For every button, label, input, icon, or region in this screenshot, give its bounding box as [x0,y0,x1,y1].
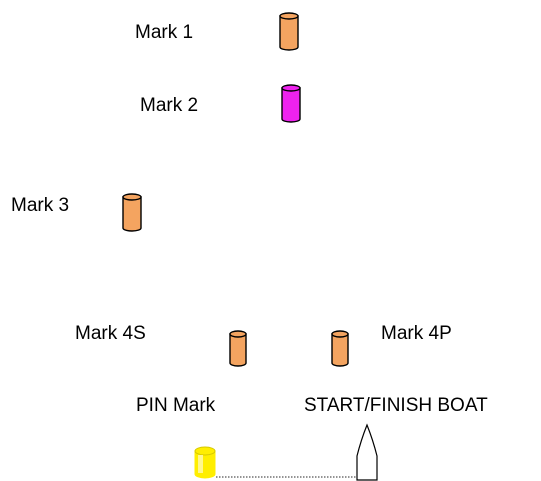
mark-3-buoy-icon [122,193,142,232]
pin-mark-label: PIN Mark [136,395,216,416]
mark-4s-buoy-icon [229,330,247,367]
pin-mark-buoy-icon [194,446,216,479]
mark-2-buoy-icon [281,84,301,123]
mark-4p-buoy-icon [331,330,349,367]
mark-1-label: Mark 1 [135,22,194,43]
mark-1-buoy-icon [279,12,299,51]
mark-4p-label: Mark 4P [381,323,452,344]
mark-2-label: Mark 2 [140,95,199,116]
start-finish-boat-label: START/FINISH BOAT [304,395,488,416]
start-finish-boat-icon [356,423,378,481]
mark-3-label: Mark 3 [11,195,70,216]
mark-4s-label: Mark 4S [75,323,146,344]
